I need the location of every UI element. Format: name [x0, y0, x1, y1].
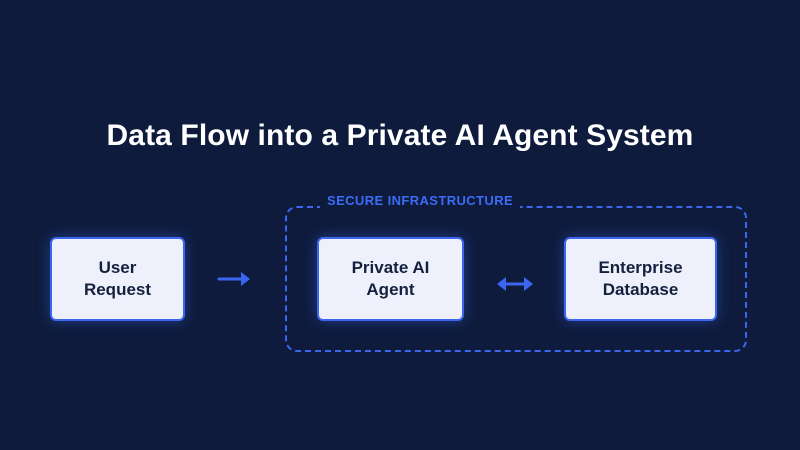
secure-infrastructure-label: SECURE INFRASTRUCTURE: [320, 193, 521, 209]
private-ai-agent-label: Private AI Agent: [351, 258, 430, 299]
enterprise-database-label: Enterprise Database: [598, 258, 683, 299]
bidirectional-arrow-icon: [497, 277, 533, 291]
user-request-label: User Request: [83, 258, 152, 299]
page-title: Data Flow into a Private AI Agent System: [106, 119, 694, 152]
enterprise-database-node[interactable]: Enterprise Database: [564, 237, 717, 321]
user-request-node[interactable]: User Request: [50, 237, 185, 321]
private-ai-agent-node[interactable]: Private AI Agent: [317, 237, 464, 321]
right-arrow-icon: [217, 272, 250, 286]
